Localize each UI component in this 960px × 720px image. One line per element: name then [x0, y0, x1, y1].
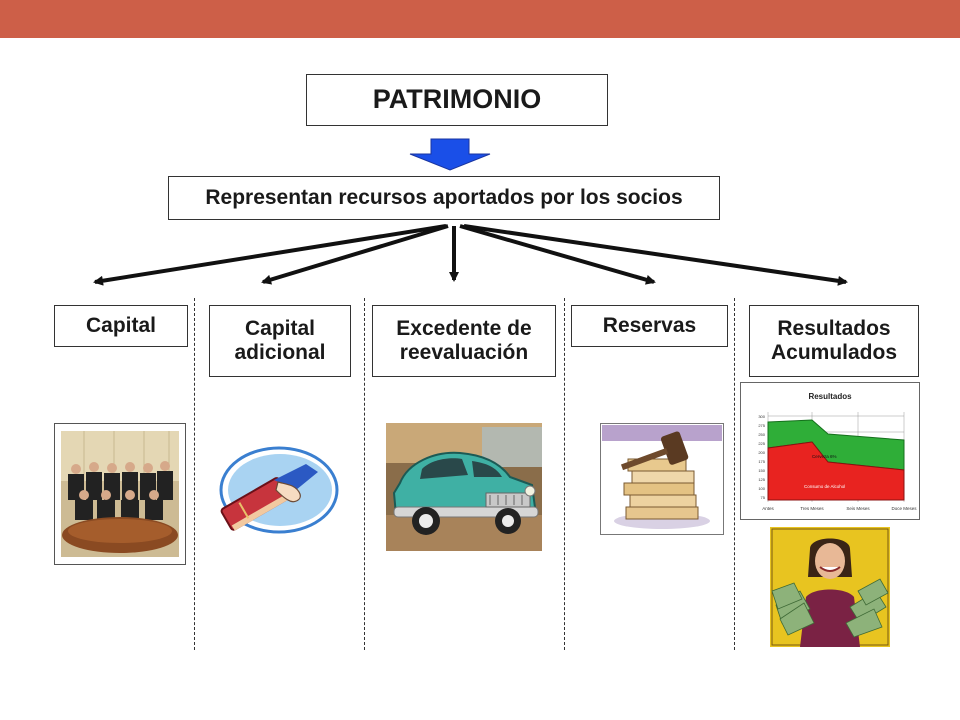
title-box: PATRIMONIO [306, 74, 608, 126]
chart-image-y-tick: 175 [758, 459, 765, 464]
category-resultados-acumulados: Resultados Acumulados [749, 305, 919, 377]
chart-image-y-tick: 150 [758, 468, 765, 473]
chart-image-y-tick: 200 [758, 450, 765, 455]
chart-image-x-tick: Tres Meses [800, 506, 824, 511]
divider-4 [734, 298, 735, 650]
chart-image-y-tick: 250 [758, 432, 765, 437]
woman-money-photo [770, 527, 890, 647]
chart-image-y-tick: 225 [758, 441, 765, 446]
divider-1 [194, 298, 195, 650]
subtitle-box: Representan recursos aportados por los s… [168, 176, 720, 220]
chart-image-x-tick: Seis Meses [846, 506, 870, 511]
arrow-to-capital [93, 224, 447, 286]
chart-image-y-tick: 125 [758, 477, 765, 482]
gavel-books-photo [600, 423, 724, 535]
divider-2 [364, 298, 365, 650]
hand-book-illustration [219, 446, 339, 534]
chart-image-x-tick: Doce Meses [891, 506, 917, 511]
chart-image-title: Resultados [808, 392, 852, 401]
category-excedente-reevaluacion: Excedente de reevaluación [372, 305, 556, 377]
chart-image-x-labels: Antes Tres Meses Seis Meses Doce Meses [762, 506, 917, 511]
board-meeting-photo [54, 423, 186, 565]
chart-image-y-tick: 300 [758, 414, 765, 419]
chart-image-series-1: Cerveza 6% [812, 454, 837, 459]
down-arrow-icon [409, 138, 491, 171]
header-bar [0, 0, 960, 38]
chart-image-y-tick: 275 [758, 423, 765, 428]
category-reservas: Reservas [571, 305, 728, 347]
chart-image-series-2: Consumo de Alcohol [804, 484, 845, 489]
results-chart-image: Resultados 300 275 250 225 200 175 150 125 100 75… [740, 382, 920, 520]
chart-image-x-tick: Antes [762, 506, 774, 511]
chart-image-y-tick: 75 [761, 495, 766, 500]
chart-image-y-tick: 100 [758, 486, 765, 491]
arrow-to-reservas [459, 224, 656, 285]
category-capital: Capital [54, 305, 188, 347]
divider-3 [564, 298, 565, 650]
category-capital-adicional: Capital adicional [209, 305, 351, 377]
arrow-to-capital-adicional [261, 224, 449, 285]
chart-image-y-labels: 300 275 250 225 200 175 150 125 100 75 [758, 414, 765, 500]
arrow-to-resultados [463, 224, 848, 286]
vintage-car-photo [386, 423, 542, 551]
